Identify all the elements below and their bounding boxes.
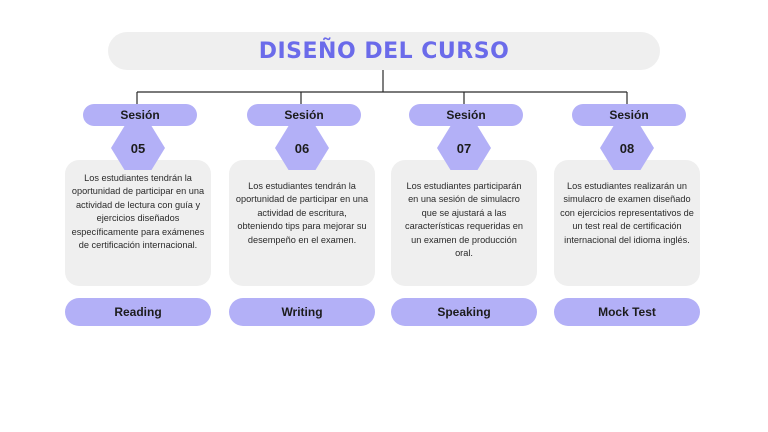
session-card: Los estudiantes realizarán un simulacro …	[554, 160, 700, 286]
session-label: Sesión	[409, 104, 523, 126]
skill-label: Reading	[65, 298, 211, 326]
session-description: Los estudiantes realizarán un simulacro …	[560, 181, 694, 245]
session-column-07: Los estudiantes participarán en una sesi…	[391, 0, 541, 432]
session-column-05: Los estudiantes tendrán la oportunidad d…	[65, 0, 215, 432]
title-banner: DISEÑO DEL CURSO	[108, 32, 660, 70]
session-label: Sesión	[247, 104, 361, 126]
session-column-08: Los estudiantes realizarán un simulacro …	[554, 0, 704, 432]
session-card: Los estudiantes tendrán la oportunidad d…	[65, 160, 211, 286]
skill-label: Mock Test	[554, 298, 700, 326]
session-description: Los estudiantes tendrán la oportunidad d…	[71, 173, 205, 251]
page-title: DISEÑO DEL CURSO	[258, 38, 510, 64]
session-column-06: Los estudiantes tendrán la oportunidad d…	[229, 0, 379, 432]
session-description: Los estudiantes participarán en una sesi…	[405, 181, 523, 259]
skill-label: Writing	[229, 298, 375, 326]
skill-label: Speaking	[391, 298, 537, 326]
session-label: Sesión	[572, 104, 686, 126]
session-card: Los estudiantes participarán en una sesi…	[391, 160, 537, 286]
session-description: Los estudiantes tendrán la oportunidad d…	[235, 181, 369, 245]
session-card: Los estudiantes tendrán la oportunidad d…	[229, 160, 375, 286]
session-label: Sesión	[83, 104, 197, 126]
